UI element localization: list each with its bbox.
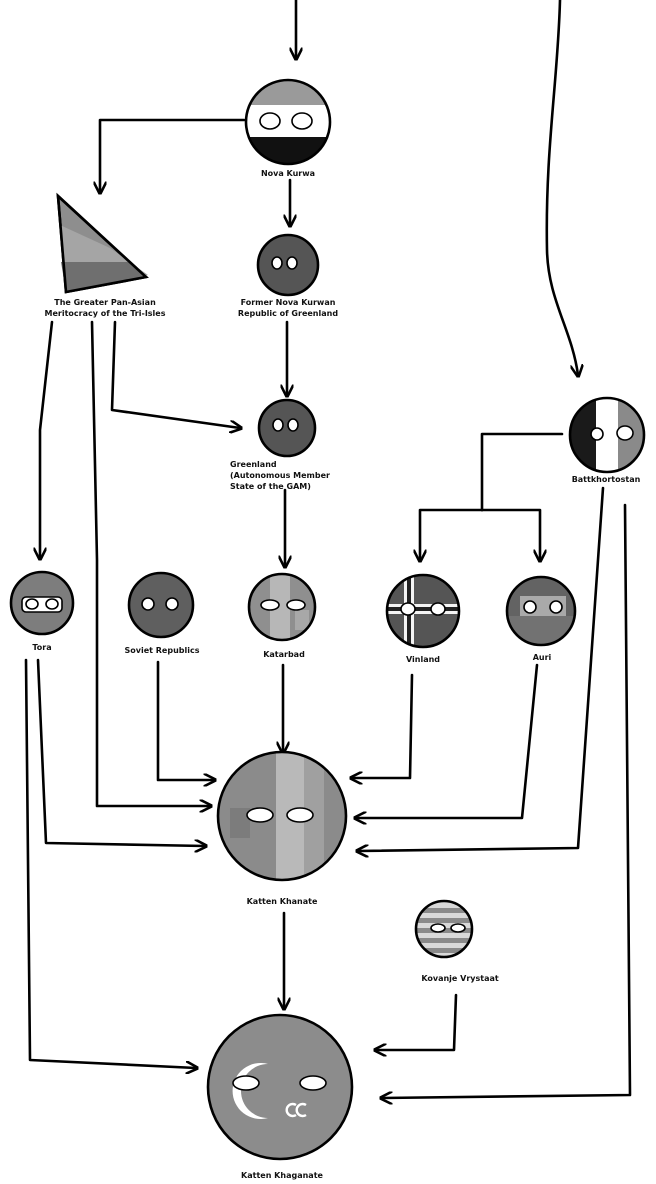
ball-pan-asian-triangle xyxy=(56,192,149,294)
arrow-vinland-to-katten-khanate xyxy=(352,673,414,778)
arrow-soviet-to-katten-khanate xyxy=(156,660,214,780)
ball-kovanje-vrystaat xyxy=(414,899,474,959)
arrow-top-right-to-battkhortostan xyxy=(545,0,578,375)
label-katten-khanate: Katten Khanate xyxy=(246,897,318,906)
arrow-pan-asian-to-tora xyxy=(40,320,54,558)
ball-auri xyxy=(505,575,577,647)
label-former-nova-kurwan: Former Nova Kurwan Republic of Greenland xyxy=(237,298,339,318)
ball-vinland xyxy=(385,573,461,649)
arrow-auri-to-katten-khanate xyxy=(356,663,539,818)
arrow-battkhortostan-to-katten-khanate xyxy=(358,486,605,851)
ball-battkhortostan xyxy=(568,396,646,474)
label-tora: Tora xyxy=(32,643,52,652)
label-auri: Auri xyxy=(532,653,552,662)
ball-katten-khanate xyxy=(216,750,348,882)
label-pan-asian: The Greater Pan-Asian Meritocracy of the… xyxy=(44,298,166,318)
label-battkhortostan: Battkhortostan xyxy=(571,475,641,484)
label-kovanje-vrystaat: Kovanje Vrystaat xyxy=(421,974,499,983)
ball-katten-khaganate xyxy=(206,1013,354,1161)
ball-soviet-republics xyxy=(127,571,195,639)
arrow-battkhortostan-split xyxy=(480,432,564,512)
arrow-tora-to-katten-khanate xyxy=(36,658,205,846)
label-greenland: Greenland (Autonomous Member State of th… xyxy=(230,460,330,491)
ball-nova-kurwa xyxy=(244,78,332,166)
arrow-tora-to-katten-khaganate xyxy=(24,658,196,1068)
ball-tora xyxy=(9,570,75,636)
label-nova-kurwa: Nova Kurwa xyxy=(260,169,316,178)
ball-greenland xyxy=(257,398,317,458)
label-vinland: Vinland xyxy=(405,655,441,664)
arrows xyxy=(24,0,632,1098)
arrow-battkhortostan-to-katten-khaganate xyxy=(382,503,632,1098)
arrow-nova-kurwa-to-pan-asian xyxy=(100,118,246,192)
label-katten-khaganate: Katten Khaganate xyxy=(241,1171,323,1180)
arrow-kovanje-to-katten-khaganate xyxy=(376,993,458,1050)
label-katarbad: Katarbad xyxy=(263,650,305,659)
arrow-pan-asian-to-katten-khanate xyxy=(90,320,210,806)
label-soviet-republics: Soviet Republics xyxy=(124,646,200,655)
ball-katarbad xyxy=(247,572,317,642)
arrow-battkhortostan-to-auri xyxy=(480,508,540,560)
arrow-battkhortostan-to-vinland xyxy=(420,508,484,560)
arrow-pan-asian-to-greenland xyxy=(110,320,240,428)
ball-former-nova-kurwan-republic xyxy=(256,233,320,297)
